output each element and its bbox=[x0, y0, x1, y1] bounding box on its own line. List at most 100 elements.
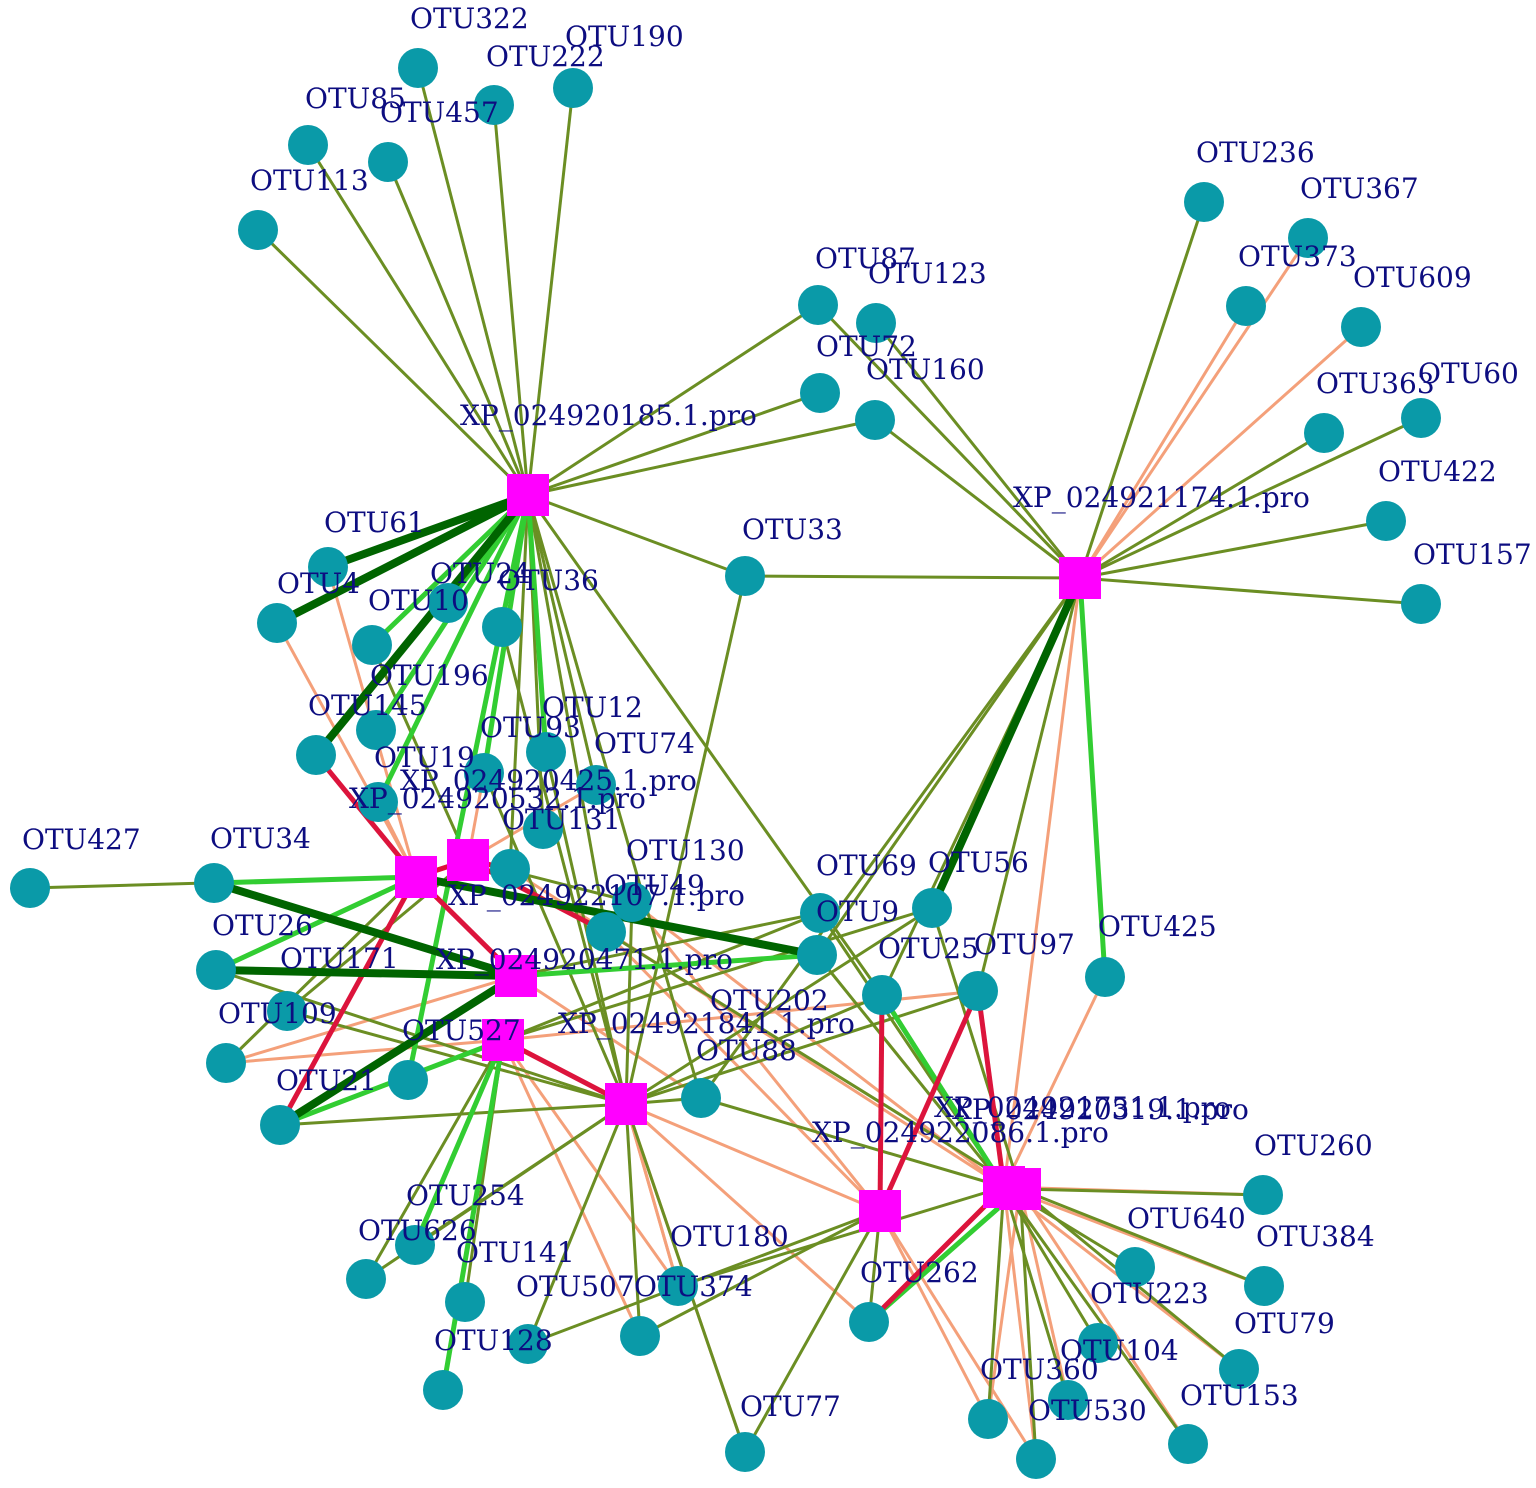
node-label-otu4: OTU4 bbox=[277, 567, 360, 600]
node-label-otu79: OTU79 bbox=[1234, 1307, 1335, 1340]
node-otu202 bbox=[612, 882, 652, 922]
node-otu374 bbox=[508, 1324, 548, 1364]
edge-h8-otu180 bbox=[624, 1103, 680, 1287]
edge-h6-otu128 bbox=[440, 1039, 506, 1391]
node-otu26 bbox=[196, 950, 236, 990]
edge-h1-otu85 bbox=[306, 144, 530, 496]
edge-h9-otu130 bbox=[604, 930, 882, 1213]
node-label-otu77: OTU77 bbox=[740, 1390, 841, 1423]
edge-h1-otu61 bbox=[326, 491, 530, 571]
edge-h2-otu123 bbox=[874, 322, 1082, 579]
node-otu79 bbox=[1219, 1349, 1259, 1389]
node-label-otu640: OTU640 bbox=[1127, 1202, 1246, 1235]
node-layer bbox=[10, 48, 1441, 1479]
edge-h1-otu222 bbox=[492, 104, 530, 496]
edge-h10-otu223 bbox=[1002, 1186, 1100, 1344]
node-label-otu131: OTU131 bbox=[502, 803, 621, 836]
edge-h1-otu33 bbox=[527, 493, 746, 578]
node-otu12 bbox=[526, 732, 566, 772]
node-label-otu530: OTU530 bbox=[1028, 1394, 1147, 1427]
node-label-otu427: OTU427 bbox=[22, 823, 141, 856]
node-label-otu223: OTU223 bbox=[1090, 1277, 1209, 1310]
node-otu36 bbox=[482, 607, 522, 647]
edge-h5-otu9 bbox=[515, 952, 818, 979]
node-label-otu262: OTU262 bbox=[860, 1256, 979, 1289]
node-otu87 bbox=[798, 285, 838, 325]
edge-h8-h9 bbox=[625, 1102, 881, 1213]
edge-h9-otu77 bbox=[743, 1210, 882, 1453]
node-label-otu26: OTU26 bbox=[212, 909, 313, 942]
edge-h2-otu33 bbox=[744, 574, 1081, 580]
node-label-otu141: OTU141 bbox=[456, 1236, 575, 1269]
hub-label-h1: XP_024920185.1.pro bbox=[460, 399, 757, 432]
node-label-otu202: OTU202 bbox=[710, 984, 829, 1017]
edge-h6-otu626 bbox=[364, 1039, 505, 1280]
edge-h8-otu262 bbox=[624, 1102, 871, 1324]
node-label-otu49: OTU49 bbox=[604, 869, 705, 902]
edge-h2-otu367 bbox=[1078, 237, 1310, 579]
node-otu157 bbox=[1401, 584, 1441, 624]
node-label-otu56: OTU56 bbox=[928, 846, 1029, 879]
node-label-otu123: OTU123 bbox=[868, 257, 987, 290]
node-otu131 bbox=[523, 809, 563, 849]
node-otu640 bbox=[1115, 1247, 1155, 1287]
node-label-otu25: OTU25 bbox=[878, 932, 979, 965]
hub-h2 bbox=[1059, 557, 1101, 599]
edge-h8-otu25 bbox=[625, 993, 883, 1106]
node-otu74 bbox=[576, 765, 616, 805]
node-label-otu36: OTU36 bbox=[498, 564, 599, 597]
node-otu171 bbox=[267, 991, 307, 1031]
node-otu322 bbox=[398, 48, 438, 88]
node-otu128 bbox=[423, 1370, 463, 1410]
edge-h2-otu87 bbox=[816, 303, 1082, 580]
node-label-otu9: OTU9 bbox=[816, 895, 899, 928]
node-label-otu367: OTU367 bbox=[1300, 172, 1419, 205]
node-label-otu93: OTU93 bbox=[480, 711, 581, 744]
node-otu190 bbox=[553, 68, 593, 108]
edge-h1-otu12 bbox=[525, 494, 549, 753]
node-otu196 bbox=[356, 710, 396, 750]
node-label-otu157: OTU157 bbox=[1413, 538, 1532, 571]
node-otu153 bbox=[1168, 1424, 1208, 1464]
node-label-otu236: OTU236 bbox=[1196, 136, 1315, 169]
edge-h2-h10 bbox=[1002, 577, 1082, 1188]
node-otu21 bbox=[260, 1105, 300, 1145]
node-label-otu609: OTU609 bbox=[1353, 261, 1472, 294]
node-otu222 bbox=[474, 85, 514, 125]
edge-h1-otu190 bbox=[526, 87, 575, 496]
hub-h8 bbox=[605, 1083, 647, 1125]
node-otu93 bbox=[464, 753, 504, 793]
edge-h9-otu97 bbox=[877, 989, 981, 1213]
node-label-otu60: OTU60 bbox=[1418, 357, 1519, 390]
edge-h2-otu157 bbox=[1079, 576, 1422, 606]
edge-h10-otu153 bbox=[1002, 1186, 1190, 1445]
hub-h9 bbox=[859, 1190, 901, 1232]
edge-h7-otu12 bbox=[544, 751, 628, 1105]
node-label-otu85: OTU85 bbox=[305, 82, 406, 115]
edge-h1-otu72 bbox=[527, 391, 821, 497]
edge-h2-otu160 bbox=[874, 418, 1081, 580]
node-otu69 bbox=[800, 893, 840, 933]
node-otu254 bbox=[395, 1225, 435, 1265]
node-label-otu363: OTU363 bbox=[1316, 367, 1435, 400]
node-label-otu457: OTU457 bbox=[380, 96, 499, 129]
edge-h3-otu34 bbox=[213, 874, 417, 886]
edge-h2-otu609 bbox=[1079, 325, 1362, 580]
node-otu367 bbox=[1288, 218, 1328, 258]
edge-h2-otu97 bbox=[976, 577, 1082, 992]
edge-h1-otu19 bbox=[375, 493, 531, 804]
edge-h3-otu4 bbox=[275, 622, 418, 878]
node-otu104 bbox=[1048, 1380, 1088, 1420]
edge-h10-otu360 bbox=[986, 1186, 1006, 1420]
edge-h10-otu530 bbox=[1002, 1186, 1038, 1460]
node-label-otu128: OTU128 bbox=[434, 1324, 553, 1357]
edge-h10-otu104 bbox=[1002, 1186, 1070, 1401]
node-otu77 bbox=[725, 1432, 765, 1472]
node-otu85 bbox=[288, 125, 328, 165]
node-otu260 bbox=[1243, 1175, 1283, 1215]
edge-h4-otu10 bbox=[370, 644, 470, 861]
edge-h7-otu36 bbox=[500, 626, 628, 1105]
node-otu10 bbox=[352, 625, 392, 665]
edge-h7-otu507 bbox=[624, 1103, 642, 1337]
hub-label-h10: XP_024921751.1.pro bbox=[934, 1091, 1231, 1124]
